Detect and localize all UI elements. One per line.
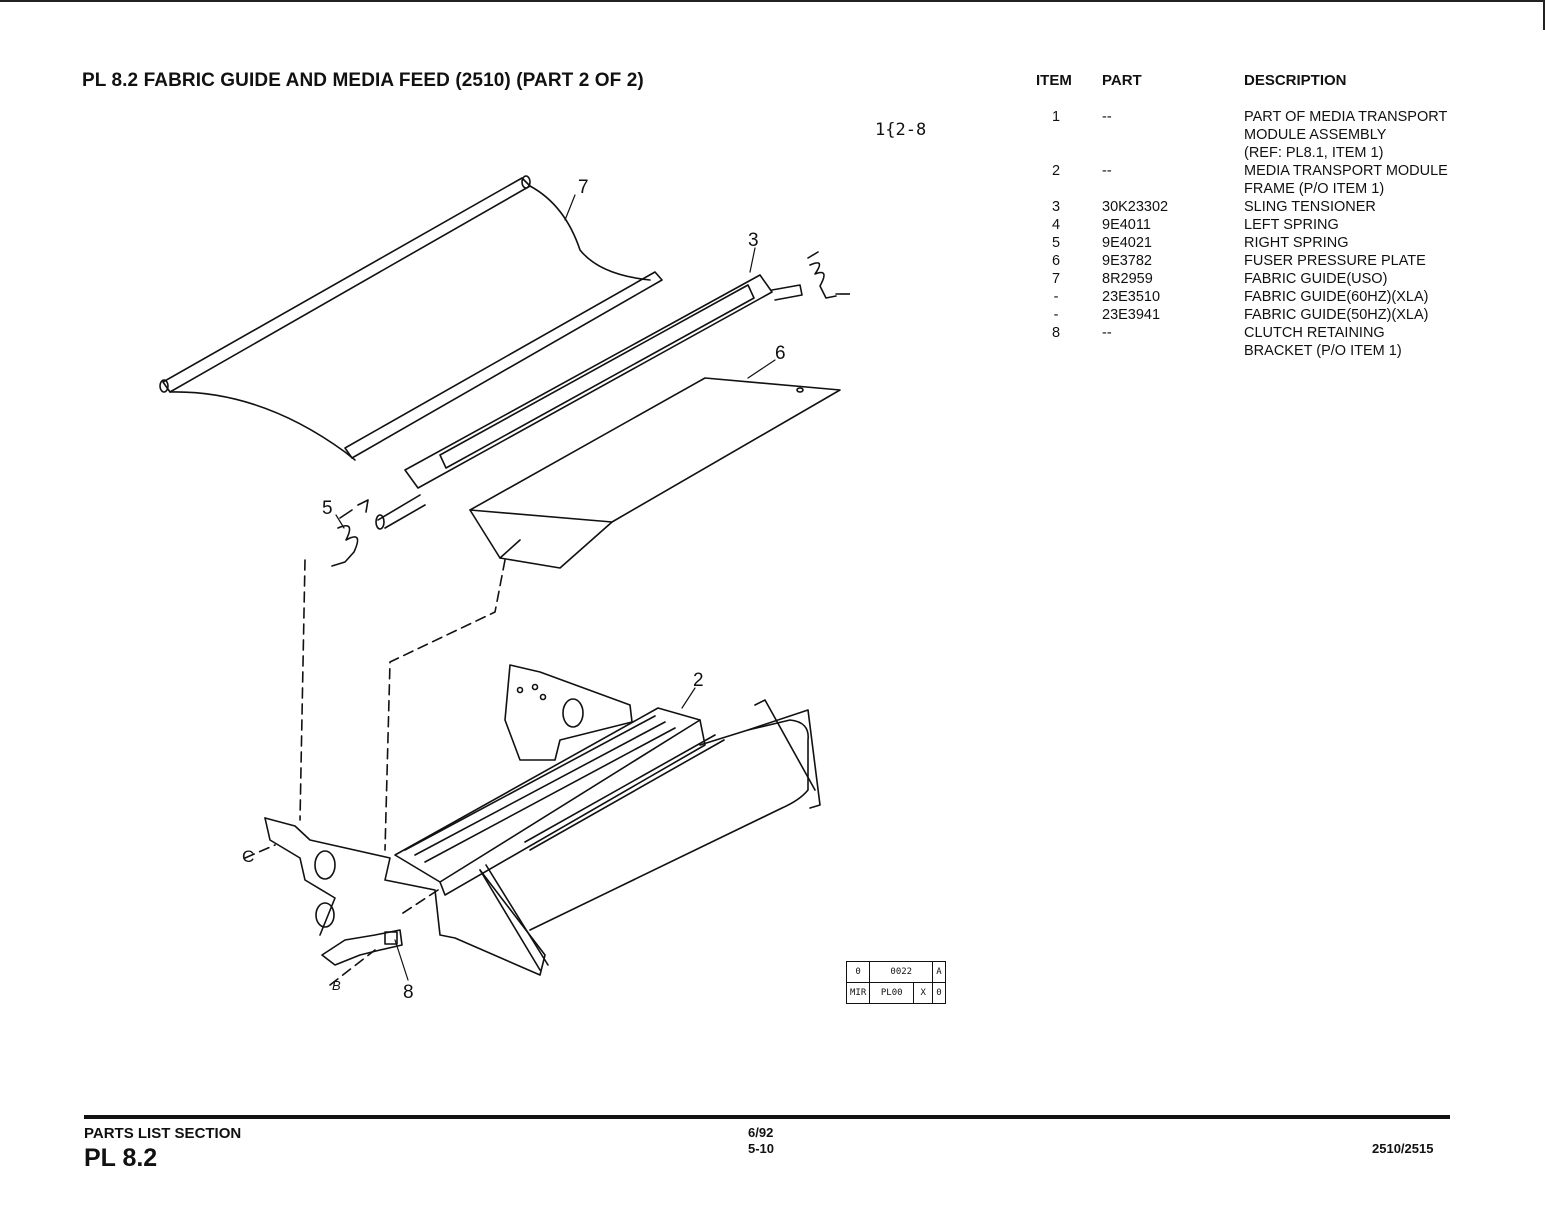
callout-7: 7 [578, 177, 589, 198]
table-row: - 23E3941 FABRIC GUIDE(50HZ)(XLA) [1036, 306, 1496, 324]
item-number: 3 [1051, 199, 1061, 215]
table-row: 2 -- MEDIA TRANSPORT MODULE FRAME (P/O ITEM… [1036, 162, 1496, 198]
item-number: 7 [1051, 271, 1061, 287]
table-row: 8 -- CLUTCH RETAINING BRACKET (P/O ITEM 1) [1036, 324, 1496, 360]
page-border-top [0, 0, 1545, 2]
description-line: FABRIC GUIDE(USO) [1244, 271, 1388, 287]
part-number: -- [1102, 325, 1112, 341]
part-number: 9E3782 [1102, 253, 1152, 269]
part-description: SLING TENSIONER [1244, 198, 1496, 216]
footer-model: 2510/2515 [1372, 1141, 1434, 1156]
part-description: FABRIC GUIDE(USO) [1244, 270, 1496, 288]
page-border-right [1543, 0, 1545, 30]
media-transport-frame-part [264, 664, 821, 976]
item-number: 5 [1051, 235, 1061, 251]
callout-6: 6 [775, 343, 786, 364]
description-line: (REF: PL8.1, ITEM 1) [1244, 145, 1384, 161]
item-number: - [1053, 307, 1059, 323]
footer-center: 6/92 5-10 [748, 1125, 774, 1157]
part-description: CLUTCH RETAINING BRACKET (P/O ITEM 1) [1244, 324, 1496, 360]
part-description: FUSER PRESSURE PLATE [1244, 252, 1496, 270]
description-line: RIGHT SPRING [1244, 235, 1349, 251]
footer-page-number: 5-10 [748, 1141, 775, 1156]
part-description: RIGHT SPRING [1244, 234, 1496, 252]
footer-section-label: PARTS LIST SECTION [84, 1125, 242, 1142]
figure-reference: 1{2-8 [875, 120, 927, 140]
item-number: 8 [1051, 325, 1061, 341]
part-description: FABRIC GUIDE(60HZ)(XLA) [1244, 288, 1496, 306]
column-header-part: PART [1102, 72, 1142, 89]
clutch-retaining-bracket-part [321, 929, 403, 966]
description-line: CLUTCH RETAINING [1244, 325, 1385, 341]
item-number: 6 [1051, 253, 1061, 269]
footer-left: PARTS LIST SECTION PL 8.2 [84, 1125, 241, 1173]
description-line: LEFT SPRING [1244, 217, 1339, 233]
part-description: PART OF MEDIA TRANSPORT MODULE ASSEMBLY (R… [1244, 108, 1496, 162]
fuser-pressure-plate-part [469, 377, 841, 569]
exploded-view-drawing: 7 3 4 6 5 2 8 C B [159, 175, 850, 1003]
description-line: FABRIC GUIDE(50HZ)(XLA) [1244, 307, 1429, 323]
table-row: 4 9E4011 LEFT SPRING [1036, 216, 1496, 234]
callout-c: C [242, 847, 254, 866]
part-description: LEFT SPRING [1244, 216, 1496, 234]
description-line: SLING TENSIONER [1244, 199, 1376, 215]
sling-tensioner-part [375, 274, 803, 530]
item-number: 1 [1051, 109, 1061, 125]
assembly-leader-lines [244, 559, 506, 986]
stamp-cell: 0 [845, 961, 871, 983]
footer-date: 6/92 [748, 1125, 774, 1140]
table-row: 3 30K23302 SLING TENSIONER [1036, 198, 1496, 216]
description-line: MODULE ASSEMBLY [1244, 127, 1387, 143]
item-number: 2 [1051, 163, 1061, 179]
footer-pl-number: PL 8.2 [84, 1144, 158, 1172]
drawing-id-stamp: 0 0022 A MIR PL00 X 0 [845, 961, 946, 1004]
stamp-cell: X [913, 982, 934, 1004]
right-spring-part [331, 499, 369, 567]
table-row: 5 9E4021 RIGHT SPRING [1036, 234, 1496, 252]
description-line: FABRIC GUIDE(60HZ)(XLA) [1244, 289, 1429, 305]
item-number: 4 [1051, 217, 1061, 233]
description-line: MEDIA TRANSPORT MODULE [1244, 163, 1448, 179]
description-line: BRACKET (P/O ITEM 1) [1244, 343, 1402, 359]
part-description: FABRIC GUIDE(50HZ)(XLA) [1244, 306, 1496, 324]
description-line: FRAME (P/O ITEM 1) [1244, 181, 1385, 197]
item-number: - [1053, 289, 1059, 305]
stamp-cell: 0022 [869, 961, 934, 983]
callout-b: B [332, 978, 341, 993]
description-line: FUSER PRESSURE PLATE [1244, 253, 1426, 269]
table-row: 7 8R2959 FABRIC GUIDE(USO) [1036, 270, 1496, 288]
part-number: 23E3510 [1102, 289, 1161, 305]
stamp-cell: 0 [932, 982, 946, 1004]
part-number: 23E3941 [1102, 307, 1161, 323]
part-number: 9E4011 [1102, 217, 1151, 233]
table-row: - 23E3510 FABRIC GUIDE(60HZ)(XLA) [1036, 288, 1496, 306]
part-number: 9E4021 [1102, 235, 1152, 251]
callout-3: 3 [748, 230, 759, 251]
fabric-guide-part [159, 175, 663, 461]
callout-2: 2 [693, 670, 704, 691]
callout-8: 8 [403, 982, 414, 1003]
table-row: 6 9E3782 FUSER PRESSURE PLATE [1036, 252, 1496, 270]
column-header-description: DESCRIPTION [1244, 72, 1347, 89]
description-line: PART OF MEDIA TRANSPORT [1244, 109, 1448, 125]
part-number: -- [1102, 109, 1112, 125]
page-title: PL 8.2 FABRIC GUIDE AND MEDIA FEED (2510… [82, 70, 644, 91]
callout-5: 5 [322, 498, 333, 519]
stamp-cell: MIR [845, 982, 871, 1004]
left-spring-part [807, 251, 850, 299]
footer-rule [84, 1115, 1450, 1119]
callout-leaders [335, 194, 850, 981]
part-number: -- [1102, 163, 1112, 179]
table-row: 1 -- PART OF MEDIA TRANSPORT MODULE ASSEMBL… [1036, 108, 1496, 162]
stamp-cell: PL00 [869, 982, 915, 1004]
part-description: MEDIA TRANSPORT MODULE FRAME (P/O ITEM 1) [1244, 162, 1496, 198]
column-header-item: ITEM [1036, 72, 1072, 89]
part-number: 30K23302 [1102, 199, 1169, 215]
part-number: 8R2959 [1102, 271, 1153, 287]
stamp-cell: A [932, 961, 946, 983]
